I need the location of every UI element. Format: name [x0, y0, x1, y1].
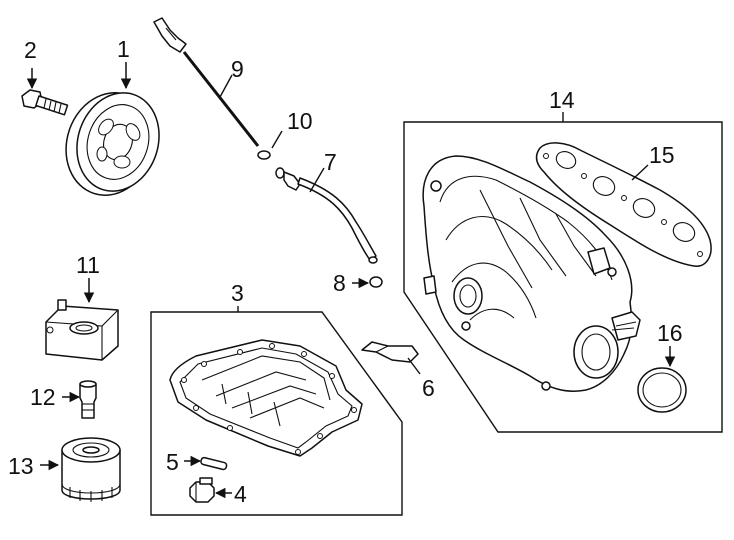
callout-9-leader — [219, 74, 233, 98]
callout-11: 11 — [76, 252, 100, 278]
callout-14: 14 — [549, 87, 575, 113]
callout-8: 8 — [333, 270, 346, 296]
callout-9: 9 — [231, 56, 244, 82]
throttle-body-seal-part — [637, 367, 687, 413]
callout-7: 7 — [324, 149, 337, 175]
intake-manifold-group-box — [403, 121, 723, 433]
bracket-part — [361, 341, 419, 363]
callout-4: 4 — [234, 481, 247, 507]
callout-12: 12 — [30, 384, 56, 410]
oil-cooler-part — [45, 299, 119, 361]
dipstick-tube-part — [275, 167, 378, 264]
callout-6: 6 — [422, 375, 435, 401]
callout-6-leader — [407, 357, 421, 375]
drain-plug-part — [189, 477, 215, 503]
callout-7-leader — [309, 167, 325, 193]
tube-o-ring-part — [369, 276, 383, 288]
callout-15: 15 — [649, 142, 675, 168]
dipstick-o-ring-part — [257, 150, 271, 160]
oil-pan-part — [169, 339, 363, 457]
pulley-bolt-part — [21, 89, 69, 116]
callout-10-leader — [271, 130, 283, 149]
callout-10: 10 — [287, 108, 313, 134]
callout-5: 5 — [166, 449, 179, 475]
callout-15-leader — [631, 164, 649, 181]
callout-16: 16 — [657, 320, 683, 346]
callout-13: 13 — [8, 453, 34, 479]
callout-2: 2 — [24, 37, 37, 63]
pan-dowel-pin-part — [200, 456, 228, 471]
manifold-gasket-part — [535, 142, 712, 267]
callout-1: 1 — [117, 36, 130, 62]
crankshaft-pulley-part — [65, 92, 160, 196]
oil-pan-group-box — [150, 311, 403, 516]
oil-dipstick-part — [153, 17, 260, 147]
oil-filter-part — [61, 437, 121, 502]
cooler-connector-part — [79, 380, 97, 419]
callout-3: 3 — [231, 280, 244, 306]
intake-manifold-part — [422, 155, 641, 392]
